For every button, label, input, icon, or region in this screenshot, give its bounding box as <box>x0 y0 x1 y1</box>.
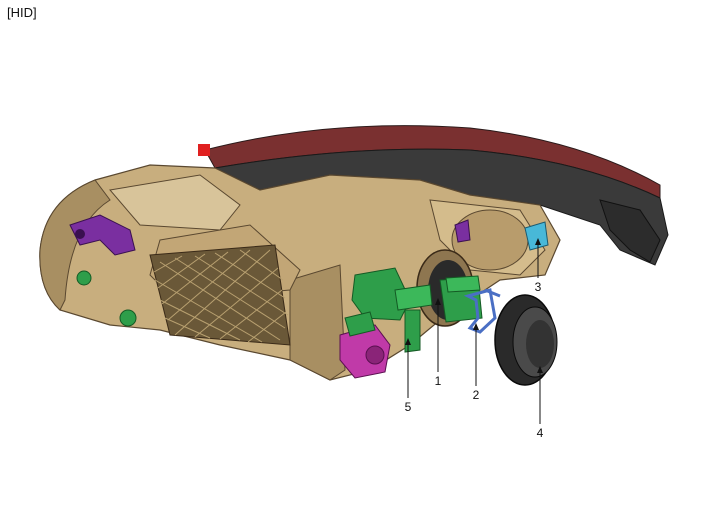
callout-1-label: 1 <box>435 374 442 388</box>
callout-2-label: 2 <box>473 388 480 402</box>
callout-5-label: 5 <box>405 400 412 414</box>
cyan-bulb-holder <box>524 221 549 251</box>
magenta-connector <box>339 324 391 379</box>
hid-ballast-connector <box>351 267 483 353</box>
dust-cap <box>494 294 558 386</box>
callout-4-label: 4 <box>537 426 544 440</box>
diagram-label: [HID] <box>7 5 37 20</box>
red-marker <box>198 144 210 156</box>
callout-3-label: 3 <box>535 280 542 294</box>
adjuster-knob-bottom <box>119 309 137 327</box>
purple-bracket <box>69 214 136 256</box>
mesh-grill <box>149 244 291 346</box>
black-trim <box>213 148 669 266</box>
adjuster-knob-left <box>76 270 92 286</box>
